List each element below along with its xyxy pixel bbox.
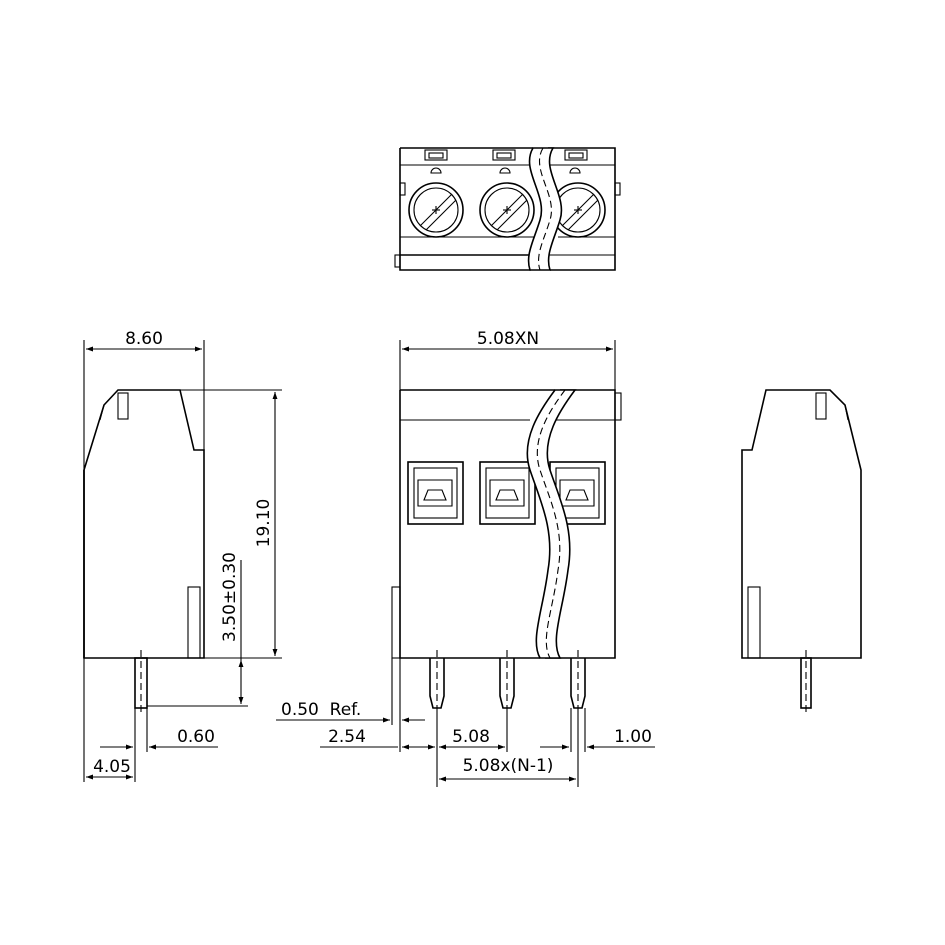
dim-pin-side: 1.00 — [614, 727, 652, 747]
wire-entry-2 — [479, 461, 536, 525]
wire-entry-1 — [407, 461, 464, 525]
dim-pin-length: 3.50±0.30 — [220, 552, 240, 642]
dim-pin-offset: 4.05 — [93, 757, 131, 777]
dim-pitch-span: 5.08x(N-1) — [463, 756, 554, 776]
screw-2 — [479, 182, 535, 238]
front-view — [391, 389, 622, 712]
dimension-lines — [83, 340, 655, 787]
dim-width: 8.60 — [125, 329, 163, 349]
right-side-view — [741, 389, 862, 712]
dim-height: 19.10 — [254, 499, 274, 548]
dim-pin-width: 0.60 — [177, 727, 215, 747]
left-side-view — [83, 389, 205, 712]
dim-pitch: 5.08 — [452, 727, 490, 747]
dim-edge-to-pin: 2.54 — [328, 727, 366, 747]
dim-pin-thickness-ref: 0.50 Ref. — [281, 700, 361, 720]
top-view — [394, 147, 621, 271]
dim-body-width: 5.08XN — [477, 329, 539, 349]
screw-1 — [408, 182, 464, 238]
